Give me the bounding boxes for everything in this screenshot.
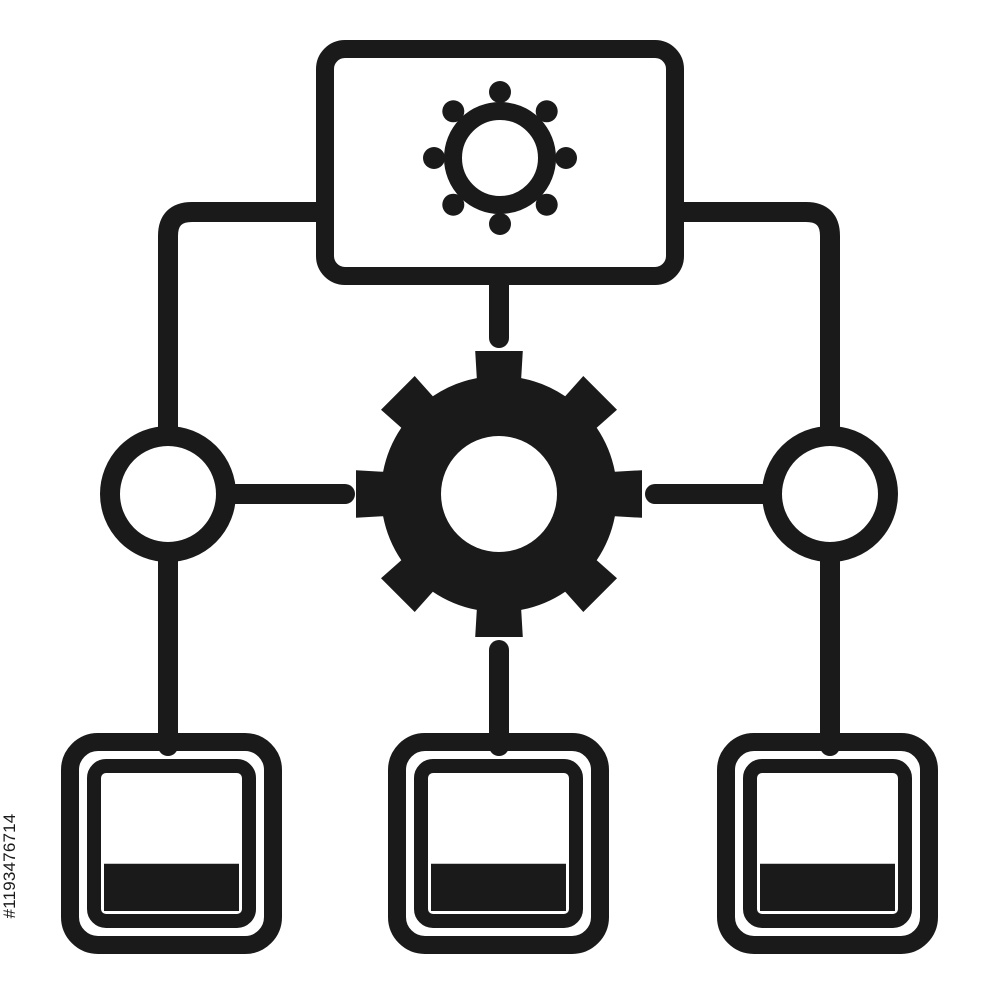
output-box-left [61, 733, 282, 954]
small-gear-tooth [442, 100, 465, 123]
central-gear-icon [356, 351, 642, 637]
small-gear-tooth [442, 193, 465, 216]
small-gear-tooth [423, 147, 445, 169]
connector-top-right [664, 202, 840, 450]
small-gear-tooth [489, 213, 511, 235]
small-gear-tooth [489, 81, 511, 103]
central-gear-hole [441, 436, 557, 552]
junction-node-left [100, 426, 236, 562]
connector-top-left [158, 202, 335, 450]
small-gear-tooth [535, 193, 558, 216]
junction-node-right [762, 426, 898, 562]
gear-icon [423, 81, 577, 235]
fill-level-bar [104, 863, 239, 911]
fill-level-bar [431, 863, 566, 911]
output-box-middle [388, 733, 609, 954]
small-gear-tooth [555, 147, 577, 169]
small-gear-ring [444, 102, 556, 214]
top-settings-box [316, 40, 684, 285]
stock-id-label: #1193476714 [0, 813, 19, 919]
fill-level-bar [760, 863, 895, 911]
small-gear-tooth [535, 100, 558, 123]
output-box-right [717, 733, 938, 954]
